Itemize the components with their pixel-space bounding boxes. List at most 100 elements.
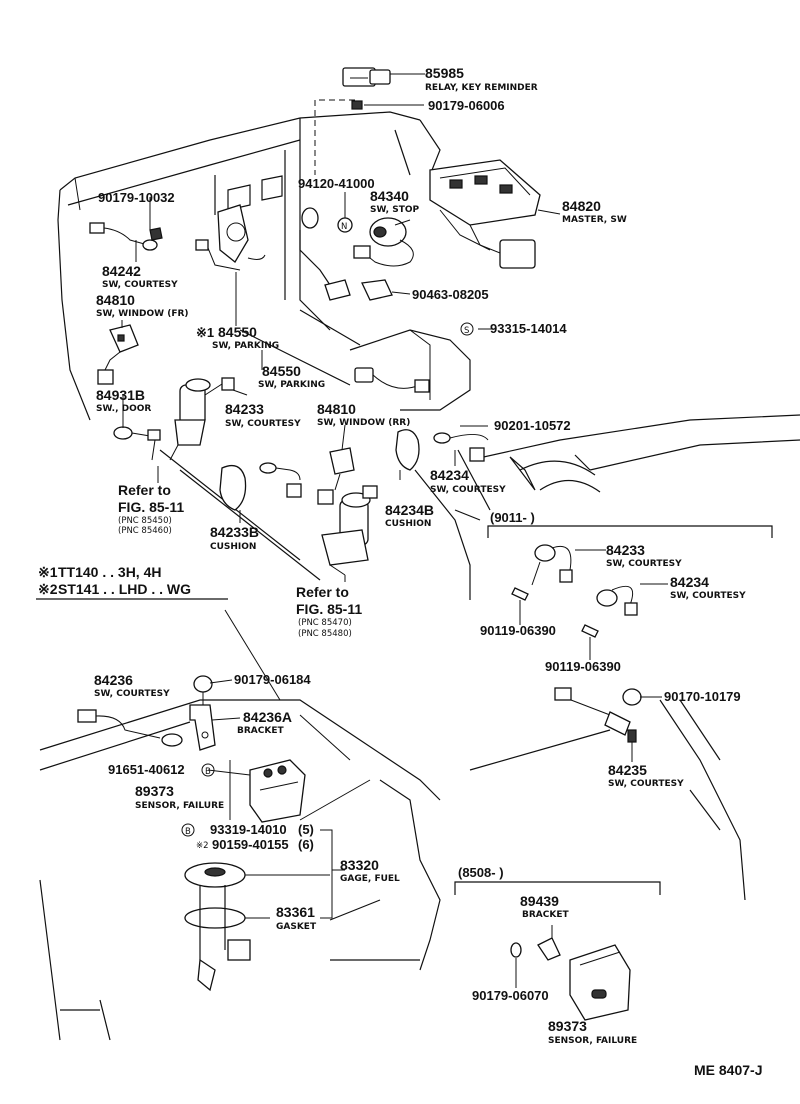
ref2-pnc2: (PNC 85480) [298,629,352,639]
svg-text:S: S [464,326,469,336]
label-90119-b: 90119-06390 [545,659,621,674]
label-84810rr-pn: 84810 [317,401,356,417]
console-outline [159,309,491,600]
relay-key-reminder-shape [342,67,391,87]
parking-switch-lower-shape [354,367,430,393]
label-90179-06070: 90179-06070 [472,988,549,1003]
label-84550a-pn: 84550 [218,324,257,340]
n-marker-label: N [341,222,347,232]
label-84340-desc: SW, STOP [370,205,419,215]
label-84233c-desc: SW, COURTESY [606,559,682,569]
ref2-line1: Refer to [296,584,349,600]
window-regulator-motor-right [321,485,378,576]
mark-b-93319: B [181,823,195,837]
label-84233c-pn: 84233 [606,542,645,558]
label-89439-pn: 89439 [520,893,559,909]
label-84550b-desc: SW, PARKING [258,380,325,390]
label-84233a-pn: 84233 [225,401,264,417]
sensor-failure-right-shape [569,944,631,1021]
courtesy-switch-84233-front-shape [259,462,302,498]
label-90179-06006: 90179-06006 [428,98,505,113]
cushion-90463-shape [361,279,393,301]
label-89373b-desc: SENSOR, FAILURE [548,1036,637,1046]
screw-90119-a-shape [511,587,529,601]
ref1-line2: FIG. 85-11 [118,499,184,515]
label-91651-pn: 91651-40612 [108,762,185,777]
label-84550a-desc: SW, PARKING [212,341,279,351]
bracket-84236a-shape [189,675,216,751]
label-83320-pn: 83320 [340,857,379,873]
label-89373a-desc: SENSOR, FAILURE [135,801,224,811]
label-84234a-desc: SW, COURTESY [430,485,506,495]
clip-90179-06006-shape [351,100,363,110]
note2-text: ST141 . . LHD . . WG [58,581,191,597]
sensor-failure-trunk-shape [249,759,306,823]
label-84820-desc: MASTER, SW [562,215,627,225]
direction-arrow [509,456,601,493]
label-93319-qty: (5) [298,822,314,837]
label-90159-pn: 90159-40155 [212,837,289,852]
note1-text: TT140 . . 3H, 4H [58,564,161,580]
mark-s-93315: S [460,322,474,336]
note2-mark: ※2 [38,581,58,597]
label-90170-10179: 90170-10179 [664,689,741,704]
label-93319-pn: 93319-14010 [210,822,287,837]
label-84235-desc: SW, COURTESY [608,779,684,789]
label-94120-41000: 94120-41000 [298,176,375,191]
note1-mark: ※1 [38,564,58,580]
label-84233b-desc: CUSHION [210,542,256,552]
courtesy-switch-84234-rear-shape [433,432,489,462]
label-84234b-pn: 84234B [385,502,434,518]
label-84235-pn: 84235 [608,762,647,778]
ref1-pnc2: (PNC 85460) [118,526,172,536]
bracket-9011-frame [487,525,773,538]
label-84242-desc: SW, COURTESY [102,280,178,290]
ref2-pnc1: (PNC 85470) [298,618,352,628]
courtesy-switch-9011-84233-shape [531,544,573,586]
brake-pedal-shape [299,207,351,301]
label-90463-08205: 90463-08205 [412,287,489,302]
courtesy-switch-84236-shape [77,709,183,747]
cushion-84234b-shape [395,429,420,471]
stop-switch-shape [353,217,414,267]
label-84234c-pn: 84234 [670,574,709,590]
label-89439-desc: BRACKET [522,910,569,920]
diagram-code: ME 8407-J [694,1062,762,1078]
label-93315-14014: 93315-14014 [490,321,567,336]
label-84550b-pn: 84550 [262,363,301,379]
dashboard-outline [57,111,441,421]
cushion-84233b-shape [219,464,247,511]
label-90179-10032: 90179-10032 [98,190,175,205]
label-85985-pn: 85985 [425,65,464,81]
mark-b-91651: B [201,763,215,777]
refer-note-1: Refer to FIG. 85-11 (PNC 85450) (PNC 854… [118,482,184,536]
label-84810rr-desc: SW, WINDOW (RR) [317,418,410,428]
variant-notes: ※1 TT140 . . 3H, 4H ※2 ST141 . . LHD . .… [36,564,228,600]
bracket-8508-frame [454,881,661,895]
rear-door-outline [454,414,800,901]
clip-90179-06070-shape [510,942,522,958]
label-84550a-mark: ※1 [196,325,214,340]
parking-switch-upper-shape [195,204,266,271]
ref1-pnc1: (PNC 85450) [118,516,172,526]
label-84233b-pn: 84233B [210,524,259,540]
label-83361-pn: 83361 [276,904,315,920]
bracket-9011-label: (9011- ) [490,510,535,525]
label-84233a-desc: SW, COURTESY [225,419,301,429]
ref1-line1: Refer to [118,482,171,498]
label-84931b-pn: 84931B [96,387,145,403]
bracket-89439-shape [537,937,561,961]
ref2-line2: FIG. 85-11 [296,601,362,617]
fuel-gage-shape [184,862,251,992]
label-84242-pn: 84242 [102,263,141,279]
svg-text:B: B [205,767,211,777]
n-marker: N [337,217,353,233]
label-84810fr-desc: SW, WINDOW (FR) [96,309,189,319]
label-84234c-desc: SW, COURTESY [670,591,746,601]
window-switch-rr-shape [317,447,355,505]
refer-note-2: Refer to FIG. 85-11 (PNC 85470) (PNC 854… [296,584,362,639]
label-84236-desc: SW, COURTESY [94,689,170,699]
label-84236a-pn: 84236A [243,709,292,725]
label-84931b-desc: SW., DOOR [96,404,151,414]
label-84820-pn: 84820 [562,198,601,214]
